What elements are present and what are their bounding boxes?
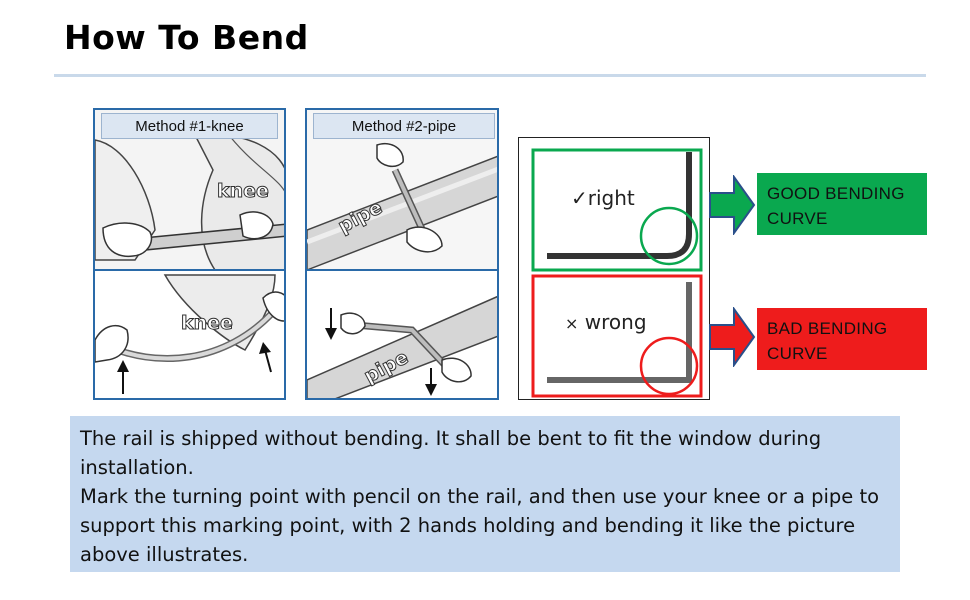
instruction-box: The rail is shipped without bending. It … — [70, 416, 900, 572]
right-arrow-icon — [709, 175, 756, 235]
bend-comparison-box: ✓right × wrong — [518, 137, 710, 400]
page-title: How To Bend — [64, 18, 309, 57]
right-verdict: ✓right — [571, 186, 635, 210]
right-curve — [547, 152, 692, 259]
wrong-curve — [547, 282, 692, 383]
right-circle — [639, 206, 699, 266]
method-pipe-panel: Method #2-pipe pipe pipe — [305, 108, 499, 400]
method-knee-panel: Method #1-knee knee knee — [93, 108, 286, 400]
instruction-paragraph-1: The rail is shipped without bending. It … — [80, 427, 822, 479]
wrong-arrow-icon — [709, 307, 756, 367]
knee-illustration — [95, 110, 284, 394]
right-frame — [531, 148, 703, 272]
wrong-circle — [639, 336, 699, 396]
method-pipe-label: Method #2-pipe — [313, 113, 495, 139]
bad-bending-tag: BAD BENDING CURVE — [757, 308, 927, 370]
method-knee-label: Method #1-knee — [101, 113, 278, 139]
wrong-frame — [531, 274, 703, 398]
check-icon: ✓ — [571, 186, 588, 210]
instruction-paragraph-2: Mark the turning point with pencil on th… — [80, 485, 880, 566]
knee-word-bottom: knee — [181, 312, 234, 335]
title-underline — [54, 74, 926, 77]
good-bending-tag: GOOD BENDING CURVE — [757, 173, 927, 235]
wrong-verdict: × wrong — [565, 310, 647, 334]
knee-word-top: knee — [217, 180, 270, 203]
cross-icon: × — [565, 314, 579, 333]
